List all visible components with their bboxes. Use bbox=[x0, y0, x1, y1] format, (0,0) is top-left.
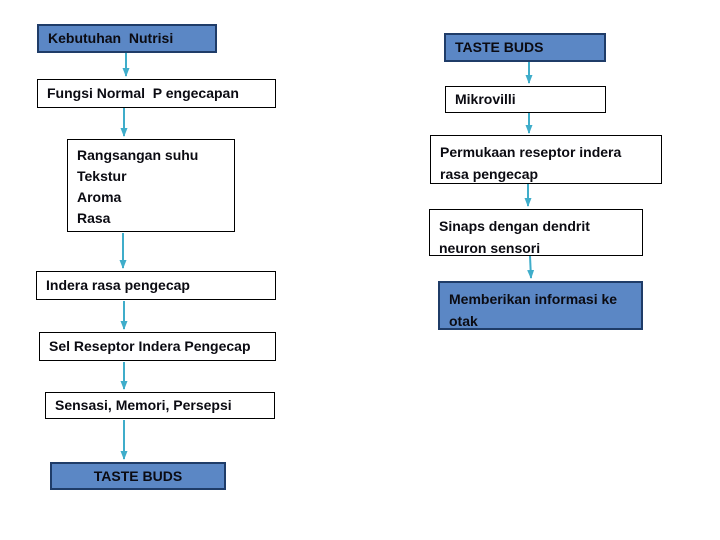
node-permukaan-reseptor: Permukaan reseptor indera rasa pengecap bbox=[430, 135, 662, 184]
node-label: Indera rasa pengecap bbox=[46, 277, 190, 293]
node-label: Sel Reseptor Indera Pengecap bbox=[49, 338, 251, 354]
node-label: TASTE BUDS bbox=[93, 467, 183, 484]
node-sel-reseptor-indera-pengecap: Sel Reseptor Indera Pengecap bbox=[39, 332, 276, 361]
node-memberikan-informasi-otak: Memberikan informasi ke otak bbox=[438, 281, 643, 330]
node-label: Memberikan informasi ke otak bbox=[449, 291, 621, 329]
node-sensasi-memori-persepsi: Sensasi, Memori, Persepsi bbox=[45, 392, 275, 419]
node-mikrovilli: Mikrovilli bbox=[445, 86, 606, 113]
node-label: Kebutuhan Nutrisi bbox=[48, 30, 174, 46]
node-fungsi-normal-pengecapan: Fungsi Normal P engecapan bbox=[37, 79, 276, 108]
node-label: TASTE BUDS bbox=[455, 39, 544, 55]
node-label: Mikrovilli bbox=[455, 91, 516, 107]
node-label: Sensasi, Memori, Persepsi bbox=[55, 397, 232, 413]
node-indera-rasa-pengecap: Indera rasa pengecap bbox=[36, 271, 276, 300]
arrow-sinaps-to-memberikan bbox=[527, 255, 535, 279]
node-sinaps-dendrit: Sinaps dengan dendrit neuron sensori bbox=[429, 209, 643, 256]
node-label: Permukaan reseptor indera rasa pengecap bbox=[440, 144, 626, 182]
node-label: Rangsangan suhu Tekstur Aroma Rasa bbox=[77, 147, 199, 226]
node-label: Fungsi Normal P engecapan bbox=[47, 85, 239, 101]
node-taste-buds-left: TASTE BUDS bbox=[50, 462, 226, 490]
node-kebutuhan-nutrisi: Kebutuhan Nutrisi bbox=[37, 24, 217, 53]
node-label: Sinaps dengan dendrit neuron sensori bbox=[439, 218, 594, 256]
node-taste-buds-right: TASTE BUDS bbox=[444, 33, 606, 62]
node-rangsangan: Rangsangan suhu Tekstur Aroma Rasa bbox=[67, 139, 235, 232]
